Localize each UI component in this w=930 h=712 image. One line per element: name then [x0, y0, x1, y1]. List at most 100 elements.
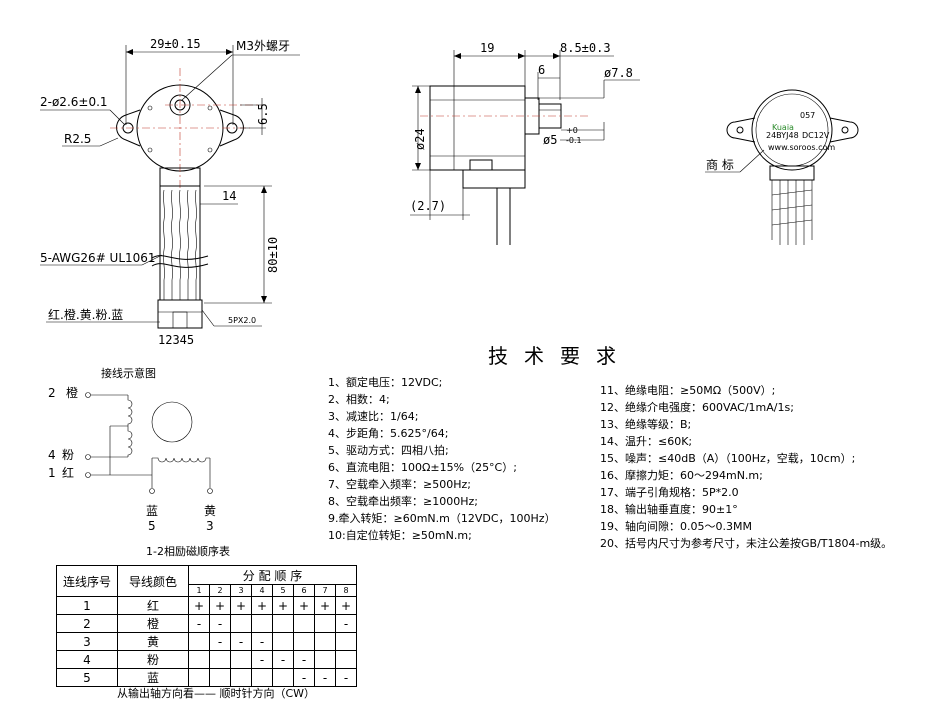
wiring-diagram: 2 橙 4 粉 1 红 蓝 5 黄 3 — [48, 385, 216, 533]
row-cell — [314, 614, 336, 633]
row-cell — [293, 632, 315, 651]
dim-tol-minus: -0.1 — [566, 136, 582, 145]
side-view: 19 8.5±0.3 6 ø7.8 ø24 — [410, 41, 640, 245]
table-note: 从输出轴方向看—— 顺时针方向（CW） — [117, 687, 316, 700]
dim-body: 19 — [480, 41, 494, 55]
row-cell: - — [335, 668, 357, 687]
sequence-table: 连线序号 导线颜色 分 配 顺 序 1 2 3 4 5 6 7 8 1 红 + … — [56, 565, 357, 687]
row-color: 红 — [117, 596, 189, 615]
table-row: 2 橙 - - - — [56, 614, 357, 633]
pin-1-num: 1 — [48, 466, 56, 480]
table-row: 4 粉 - - - — [56, 650, 357, 669]
row-color: 黄 — [117, 632, 189, 651]
dim-shaft-len: 8.5±0.3 — [560, 41, 611, 55]
dim-wire-pitch: 14 — [222, 189, 236, 203]
dim-bracket: (2.7) — [410, 199, 446, 213]
table-row: 5 蓝 - - - — [56, 668, 357, 687]
step-header: 8 — [335, 584, 357, 597]
header-dist: 分 配 顺 序 — [188, 565, 357, 585]
step-header: 4 — [251, 584, 273, 597]
row-cell — [230, 614, 252, 633]
brand: Kuaia — [772, 123, 794, 132]
pin-4-color: 粉 — [62, 448, 74, 462]
dim-holes: 2-ø2.6±0.1 — [40, 95, 108, 109]
step-header: 3 — [230, 584, 252, 597]
spec-item: 18、输出轴垂直度：90±1° — [600, 503, 738, 516]
spec-item: 9.牵入转矩：≥60mN.m（12VDC，100Hz） — [328, 512, 556, 525]
spec-item: 13、绝缘等级：B; — [600, 418, 692, 431]
row-cell — [230, 650, 252, 669]
spec-item: 8、空载牵出频率：≥1000Hz; — [328, 495, 478, 508]
row-cell: - — [293, 650, 315, 669]
row-seq: 4 — [56, 650, 118, 669]
spec-item: 3、减速比：1/64; — [328, 410, 419, 423]
row-cell: - — [188, 614, 210, 633]
row-cell: + — [314, 596, 336, 615]
row-seq: 1 — [56, 596, 118, 615]
row-cell — [251, 614, 273, 633]
model: 24BYJ48 — [766, 131, 799, 140]
spec-item: 15、噪声：≤40dB（A）（100Hz，空载，10cm）; — [600, 452, 856, 465]
row-cell: + — [293, 596, 315, 615]
row-color: 粉 — [117, 650, 189, 669]
spec-item: 19、轴向间隙：0.05～0.3MM — [600, 520, 752, 533]
row-cell: + — [209, 596, 231, 615]
spec-item: 1、额定电压：12VDC; — [328, 376, 443, 389]
spec-title: 技术要求 — [488, 344, 632, 368]
table-row: 3 黄 - - - — [56, 632, 357, 651]
table-title: 1-2相励磁顺序表 — [146, 545, 230, 558]
pin-1-color: 红 — [62, 465, 74, 480]
dim-offset: 6.5 — [256, 103, 270, 125]
pin-5-num: 5 — [148, 519, 156, 533]
voltage: DC12V — [802, 131, 830, 140]
row-cell: + — [272, 596, 294, 615]
step-header: 6 — [293, 584, 315, 597]
row-cell — [314, 650, 336, 669]
spec-item: 20、括号内尺寸为参考尺寸，未注公差按GB/T1804-m级。 — [600, 537, 893, 550]
row-cell: - — [251, 632, 273, 651]
spec-item: 7、空载牵入频率：≥500Hz; — [328, 478, 471, 491]
row-seq: 5 — [56, 668, 118, 687]
row-cell: + — [230, 596, 252, 615]
row-color: 蓝 — [117, 668, 189, 687]
header-color: 导线颜色 — [117, 565, 189, 597]
rotor — [151, 401, 193, 443]
connector — [157, 299, 203, 329]
spec-item: 5、驱动方式：四相八拍; — [328, 444, 449, 457]
dim-shaft-tip: ø5 — [543, 133, 557, 147]
spec-item: 12、绝缘介电强度：600VAC/1mA/1s; — [600, 401, 794, 414]
step-header: 7 — [314, 584, 336, 597]
row-cell: - — [314, 668, 336, 687]
spec-item: 2、相数：4; — [328, 393, 390, 406]
row-cell: + — [188, 596, 210, 615]
wire-colors: 红.橙.黄.粉.蓝 — [48, 307, 123, 322]
row-cell — [209, 668, 231, 687]
pin-3-color: 黄 — [204, 504, 216, 518]
header-seq: 连线序号 — [56, 565, 118, 597]
row-cell: - — [335, 614, 357, 633]
step-header: 5 — [272, 584, 294, 597]
trademark-label: 商 标 — [706, 157, 734, 172]
row-cell: + — [251, 596, 273, 615]
row-cell: - — [209, 632, 231, 651]
row-cell — [251, 668, 273, 687]
dim-body-dia: ø24 — [413, 128, 427, 150]
pin-3-num: 3 — [206, 519, 214, 533]
lead-wires — [151, 186, 209, 300]
dim-tol-plus: +0 — [566, 126, 578, 135]
row-cell — [230, 668, 252, 687]
spec-item: 17、端子引角规格：5P*2.0 — [600, 486, 739, 499]
row-cell: - — [293, 668, 315, 687]
row-cell — [314, 632, 336, 651]
row-cell: + — [335, 596, 357, 615]
spec-item: 4、步距角：5.625°/64; — [328, 427, 449, 440]
row-seq: 3 — [56, 632, 118, 651]
spec-list-left: 1、额定电压：12VDC; 2、相数：4; 3、减速比：1/64; 4、步距角：… — [328, 374, 556, 544]
row-cell: - — [251, 650, 273, 669]
row-cell — [188, 650, 210, 669]
label-view: 057 Kuaia 24BYJ48 DC12V www.soroos.com 商… — [705, 89, 859, 245]
wiring-title: 接线示意图 — [101, 367, 156, 380]
row-cell: - — [230, 632, 252, 651]
part-no: 057 — [800, 111, 815, 120]
pin-4-num: 4 — [48, 448, 56, 462]
